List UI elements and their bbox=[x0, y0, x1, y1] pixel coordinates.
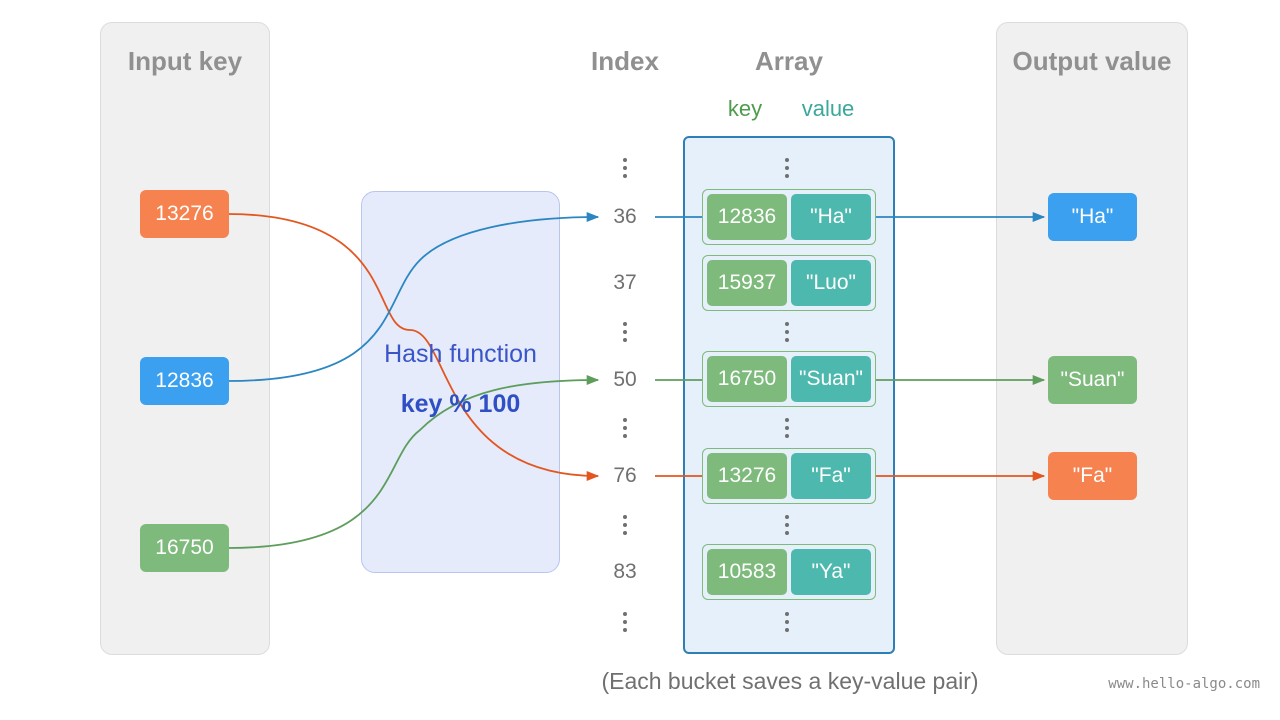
index-83: 83 bbox=[613, 560, 637, 583]
output-value-panel bbox=[996, 22, 1188, 655]
bucket-value: "Fa" bbox=[791, 453, 871, 499]
output-value-fa: "Fa" bbox=[1048, 452, 1137, 500]
bucket-value: "Luo" bbox=[791, 260, 871, 306]
bucket-value: "Ya" bbox=[791, 549, 871, 595]
input-key-12836: 12836 bbox=[140, 357, 229, 405]
ellipsis-icon bbox=[619, 158, 631, 182]
watermark: www.hello-algo.com bbox=[1108, 676, 1260, 692]
bucket-key: 13276 bbox=[707, 453, 787, 499]
bucket-37: 15937 "Luo" bbox=[702, 255, 876, 311]
bucket-key: 10583 bbox=[707, 549, 787, 595]
hash-function-title: Hash function bbox=[384, 340, 537, 368]
array-heading: Array bbox=[755, 46, 823, 76]
output-value-suan: "Suan" bbox=[1048, 356, 1137, 404]
bucket-50: 16750 "Suan" bbox=[702, 351, 876, 407]
ellipsis-icon bbox=[781, 418, 793, 442]
ellipsis-icon bbox=[781, 515, 793, 539]
wire-13276-to-76 bbox=[227, 213, 600, 482]
hash-function-formula: key % 100 bbox=[400, 390, 521, 418]
input-key-16750: 16750 bbox=[140, 524, 229, 572]
input-key-13276: 13276 bbox=[140, 190, 229, 238]
index-heading: Index bbox=[591, 46, 659, 76]
hash-function-box bbox=[361, 191, 560, 573]
index-37: 37 bbox=[613, 271, 637, 294]
ellipsis-icon bbox=[781, 158, 793, 182]
wire-12836-to-36 bbox=[227, 211, 600, 382]
wire-16750-to-50 bbox=[227, 374, 600, 549]
ellipsis-icon bbox=[781, 322, 793, 346]
bucket-83: 10583 "Ya" bbox=[702, 544, 876, 600]
bucket-key: 12836 bbox=[707, 194, 787, 240]
bucket-key: 16750 bbox=[707, 356, 787, 402]
index-50: 50 bbox=[613, 368, 637, 391]
key-column-label: key bbox=[727, 96, 763, 121]
bucket-value: "Ha" bbox=[791, 194, 871, 240]
output-value-ha: "Ha" bbox=[1048, 193, 1137, 241]
value-column-label: value bbox=[801, 96, 855, 121]
bucket-key: 15937 bbox=[707, 260, 787, 306]
index-76: 76 bbox=[613, 464, 637, 487]
caption: (Each bucket saves a key-value pair) bbox=[601, 668, 979, 694]
ellipsis-icon bbox=[781, 612, 793, 636]
bucket-value: "Suan" bbox=[791, 356, 871, 402]
input-key-heading: Input key bbox=[127, 46, 243, 76]
ellipsis-icon bbox=[619, 322, 631, 346]
bucket-36: 12836 "Ha" bbox=[702, 189, 876, 245]
ellipsis-icon bbox=[619, 515, 631, 539]
ellipsis-icon bbox=[619, 418, 631, 442]
ellipsis-icon bbox=[619, 612, 631, 636]
index-36: 36 bbox=[613, 205, 637, 228]
bucket-76: 13276 "Fa" bbox=[702, 448, 876, 504]
output-value-heading: Output value bbox=[1012, 46, 1172, 76]
